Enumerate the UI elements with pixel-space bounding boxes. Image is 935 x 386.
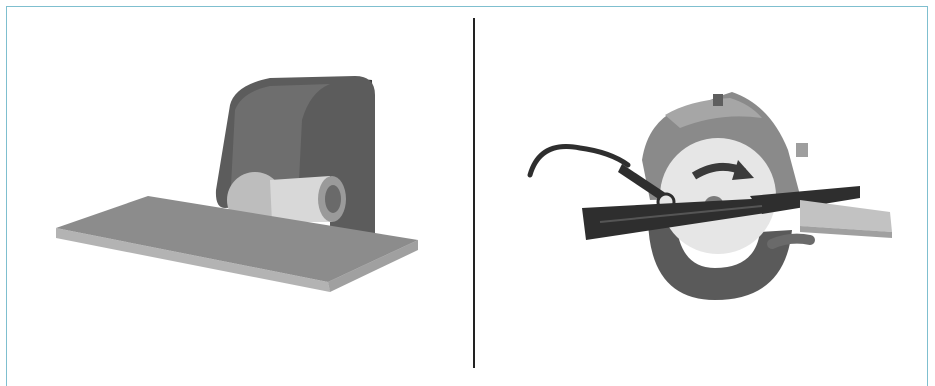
- dust-port: [772, 239, 810, 244]
- depth-knob: [796, 143, 808, 157]
- arbor-hole: [325, 185, 341, 213]
- table-saw-illustration: [30, 0, 450, 379]
- panel-divider: [473, 18, 475, 368]
- right-panel-circular-saw: [500, 0, 920, 379]
- circular-saw-illustration: [500, 0, 920, 379]
- left-panel-table-saw: [30, 0, 450, 379]
- power-cord: [530, 147, 628, 175]
- top-tab: [713, 94, 723, 106]
